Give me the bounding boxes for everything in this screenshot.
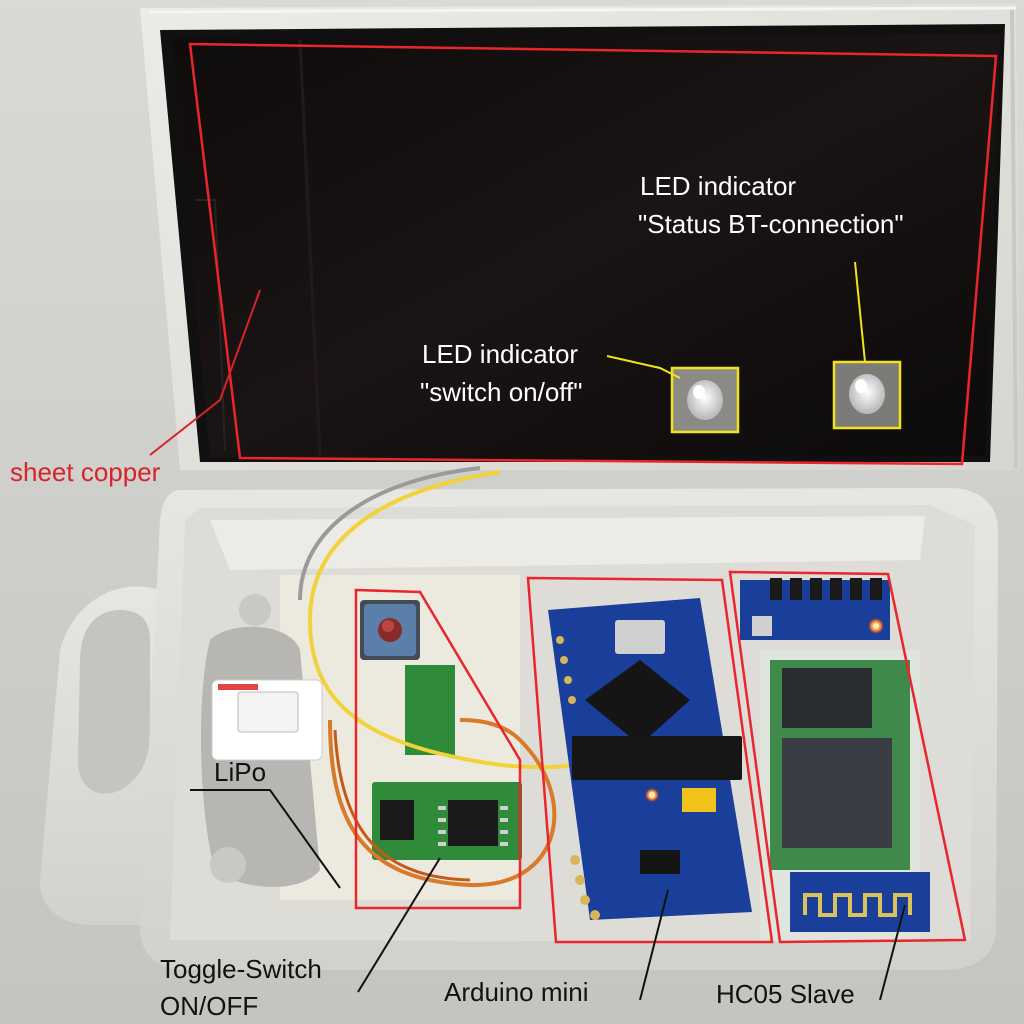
hc05-leader bbox=[879, 904, 906, 1001]
arduino-mini-board bbox=[548, 598, 752, 920]
hc05-module bbox=[740, 578, 930, 940]
toggle-switch-label-line1: Toggle-Switch bbox=[160, 954, 322, 984]
tape-seam bbox=[195, 199, 226, 451]
led-switch-outline bbox=[670, 366, 740, 434]
lipo-leader bbox=[190, 789, 341, 889]
hc05-outline bbox=[728, 570, 967, 944]
led-bt-indicator bbox=[832, 360, 902, 430]
led-switch-leader bbox=[606, 355, 681, 379]
arduino-leader bbox=[639, 889, 669, 1001]
wire-yellow bbox=[307, 470, 581, 770]
box-back-wall bbox=[210, 516, 925, 570]
sheet-copper-leader bbox=[149, 289, 261, 456]
arduino-label: Arduino mini bbox=[444, 977, 589, 1007]
hc05-label: HC05 Slave bbox=[716, 979, 855, 1009]
toggle-switch-leader bbox=[357, 857, 441, 993]
wire-orange bbox=[328, 718, 557, 888]
led-switch-label-line2: "switch on/off" bbox=[420, 377, 583, 407]
lid-rim bbox=[1010, 9, 1018, 469]
hanger-hole bbox=[78, 610, 150, 794]
led-bt-outline bbox=[832, 360, 902, 430]
led-bt-leader bbox=[854, 261, 866, 363]
toggle-switch-module bbox=[360, 600, 522, 860]
sheet-copper-outline bbox=[188, 42, 998, 466]
led-bt-label-line2: "Status BT-connection" bbox=[638, 209, 904, 239]
arduino-outline bbox=[526, 576, 774, 944]
tape-seam bbox=[298, 39, 322, 457]
toggle-switch-outline bbox=[354, 588, 522, 910]
sheet-copper-label: sheet copper bbox=[10, 457, 161, 487]
lipo-label: LiPo bbox=[214, 757, 267, 787]
sheet-copper bbox=[172, 34, 1000, 458]
wire-grey bbox=[298, 466, 481, 601]
lid-rim bbox=[149, 6, 1017, 14]
led-bt-label-line1: LED indicator bbox=[640, 171, 797, 201]
led-switch-indicator bbox=[670, 366, 740, 434]
lipo-battery bbox=[200, 594, 323, 887]
toggle-switch-label-line2: ON/OFF bbox=[160, 991, 259, 1021]
led-switch-label-line1: LED indicator bbox=[422, 339, 579, 369]
wire-orange-2 bbox=[333, 729, 471, 882]
